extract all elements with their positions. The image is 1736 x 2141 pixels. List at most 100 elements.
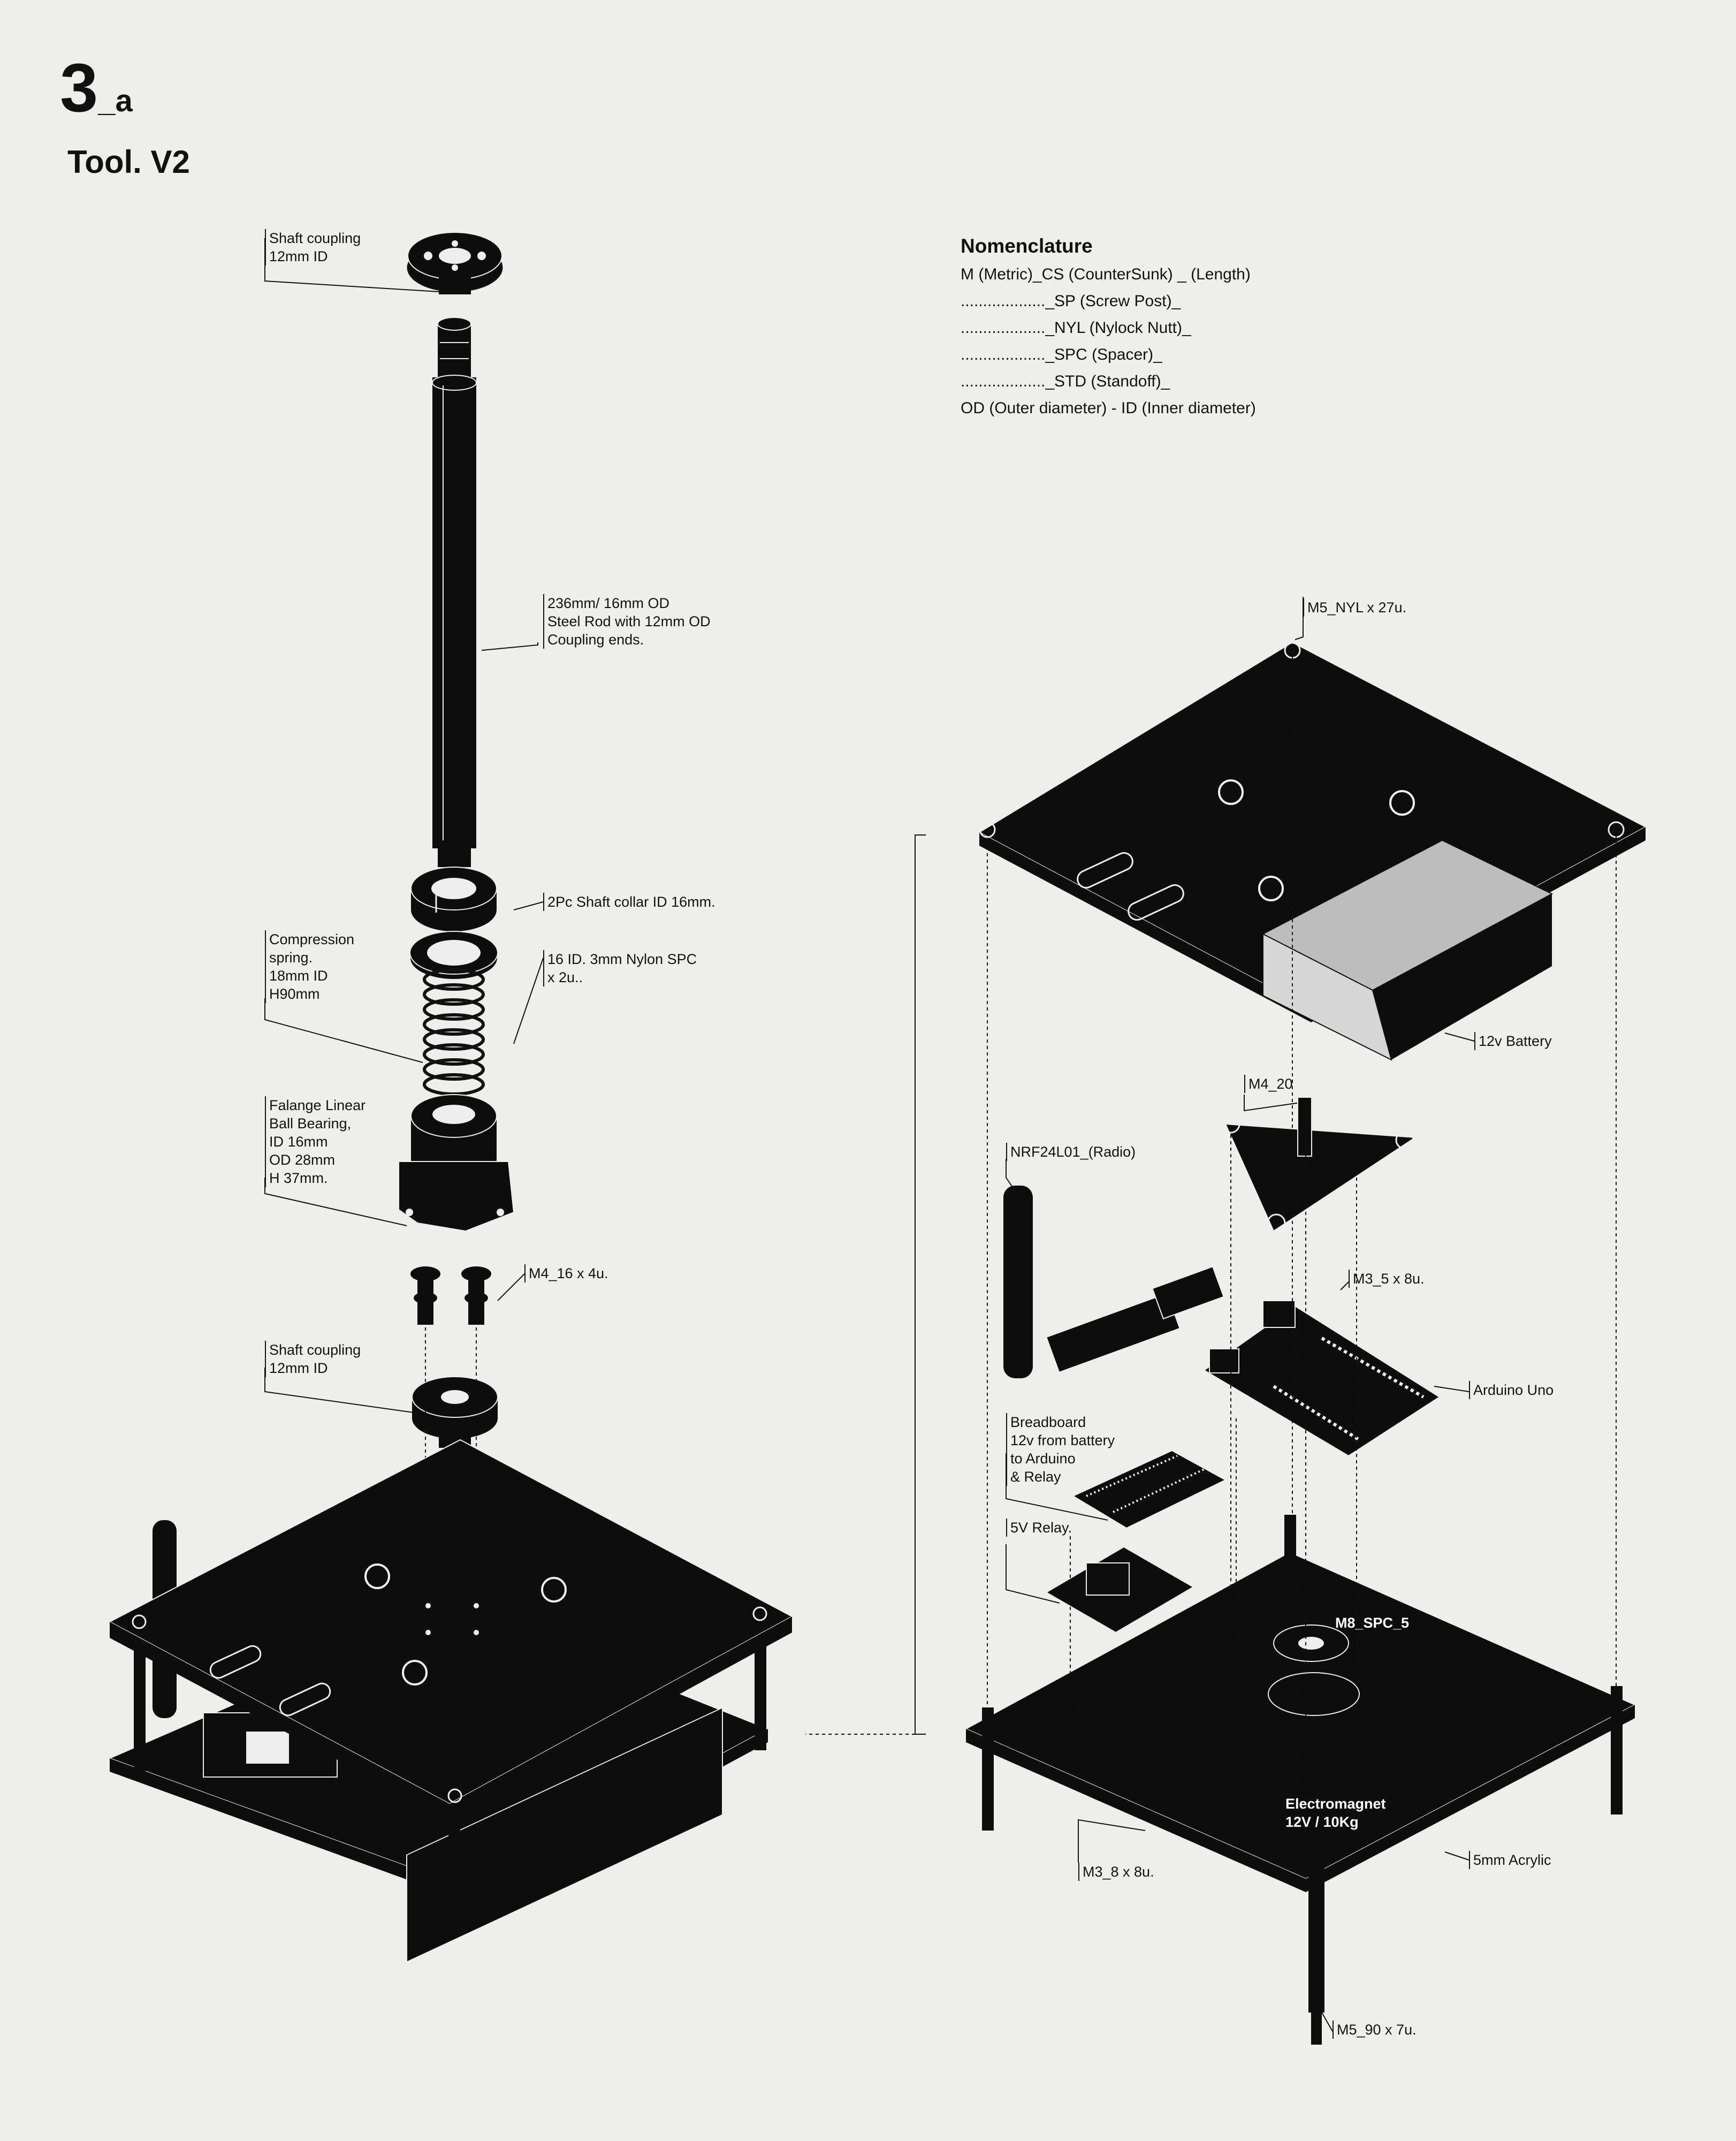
nomenclature-row: ..................._SP (Screw Post)_: [961, 292, 1181, 310]
connector-bracket: [805, 834, 926, 1735]
m4-screws: [410, 1266, 491, 1325]
label-arduino: Arduino Uno: [1469, 1381, 1554, 1399]
nomenclature-row: ..................._STD (Standoff)_: [961, 373, 1170, 390]
label-line: H90mm: [269, 986, 320, 1002]
leader-line: [481, 642, 538, 651]
compression-spring: [423, 968, 485, 1096]
label-shaft-coupling-bottom: Shaft coupling 12mm ID: [265, 1341, 361, 1377]
shaft-collar: [410, 867, 497, 931]
page-title: Tool. V2: [67, 144, 190, 180]
label-shaft-collar: 2Pc Shaft collar ID 16mm.: [543, 893, 715, 911]
label-acrylic: 5mm Acrylic: [1469, 1851, 1551, 1869]
label-line: M5_NYL x 27u.: [1307, 599, 1407, 616]
page-number: 3_a: [60, 51, 133, 139]
nomenclature-block: Nomenclature M (Metric)_CS (CounterSunk)…: [961, 231, 1256, 422]
arduino-board: [1203, 1300, 1441, 1457]
label-line: H 37mm.: [269, 1170, 328, 1186]
label-nylon-spacer: 16 ID. 3mm Nylon SPC x 2u..: [543, 950, 697, 986]
label-m8-spc: M8_SPC_5: [1335, 1614, 1409, 1632]
label-line: OD 28mm: [269, 1152, 336, 1168]
label-line: to Arduino: [1010, 1451, 1076, 1467]
shaft-coupling-top: [407, 232, 503, 294]
standoff: [1611, 1686, 1623, 1814]
leader-line: [1444, 1851, 1469, 1861]
left-assembly: [108, 232, 794, 1963]
label-line: Steel Rod with 12mm OD: [547, 613, 711, 629]
page-number-digit: 3: [60, 50, 98, 126]
radio-module: [1003, 1186, 1224, 1378]
label-line: NRF24L01_(Radio): [1010, 1144, 1136, 1160]
label-line: spring.: [269, 950, 313, 966]
label-line: 12V / 10Kg: [1285, 1814, 1359, 1830]
leader-line: [1444, 1032, 1475, 1042]
leader-line: [513, 958, 544, 1044]
leader-line: [1244, 1095, 1301, 1112]
label-steel-rod: 236mm/ 16mm OD Steel Rod with 12mm OD Co…: [543, 594, 711, 649]
leader-line: [1321, 2012, 1333, 2032]
shaft-coupling-bottom: [412, 1376, 498, 1448]
nomenclature-title: Nomenclature: [961, 235, 1093, 257]
leader-line: [1006, 1544, 1060, 1604]
label-line: 12mm ID: [269, 248, 328, 264]
label-line: 2Pc Shaft collar ID 16mm.: [547, 894, 715, 910]
label-line: Electromagnet: [1285, 1796, 1386, 1812]
label-line: 236mm/ 16mm OD: [547, 595, 670, 611]
label-m5-90: M5_90 x 7u.: [1333, 2021, 1417, 2039]
label-line: Coupling ends.: [547, 632, 644, 648]
label-electromagnet: Electromagnet 12V / 10Kg: [1285, 1795, 1386, 1831]
label-line: M4_20: [1248, 1076, 1293, 1092]
label-line: M3_5 x 8u.: [1353, 1271, 1425, 1287]
label-shaft-coupling-top: Shaft coupling 12mm ID: [265, 229, 361, 265]
label-m5-nyl: M5_NYL x 27u.: [1303, 598, 1406, 617]
standoff: [1284, 1515, 1296, 1595]
nomenclature-row: M (Metric)_CS (CounterSunk) _ (Length): [961, 265, 1251, 283]
label-line: 5V Relay.: [1010, 1520, 1072, 1536]
label-line: 12v from battery: [1010, 1432, 1115, 1448]
triangle-plate: [1221, 1097, 1418, 1233]
leader-line: [1078, 1819, 1146, 1863]
nomenclature-row: ..................._NYL (Nylock Nutt)_: [961, 319, 1191, 337]
label-m4-16: M4_16 x 4u.: [524, 1264, 608, 1282]
label-radio: NRF24L01_(Radio): [1006, 1143, 1136, 1161]
standoff: [134, 1633, 146, 1772]
label-compression-spring: Compression spring. 18mm ID H90mm: [265, 930, 354, 1003]
standoff: [1311, 2013, 1322, 2045]
label-line: M8_SPC_5: [1335, 1615, 1410, 1631]
leader-line: [497, 1273, 525, 1301]
standoff: [1394, 1665, 1406, 1788]
label-line: ID 16mm: [269, 1134, 328, 1150]
label-battery: 12v Battery: [1474, 1032, 1552, 1050]
breadboard: [1071, 1449, 1227, 1529]
label-line: Falange Linear: [269, 1097, 366, 1113]
battery-right: [1261, 839, 1554, 1061]
label-line: M5_90 x 7u.: [1337, 2022, 1417, 2038]
label-line: Ball Bearing,: [269, 1115, 352, 1132]
page-number-suffix: _a: [98, 83, 133, 118]
label-line: x 2u..: [547, 969, 583, 985]
leader-line: [1340, 1281, 1349, 1290]
leader-line: [264, 998, 423, 1063]
label-line: M3_8 x 8u.: [1083, 1864, 1154, 1880]
label-line: 16 ID. 3mm Nylon SPC: [547, 951, 697, 967]
right-assembly: [964, 641, 1647, 2045]
top-plate-left: [108, 1438, 794, 1820]
label-line: 5mm Acrylic: [1473, 1852, 1551, 1868]
leader-line: [1295, 597, 1304, 640]
label-line: Shaft coupling: [269, 1342, 361, 1358]
steel-rod: [432, 317, 477, 867]
label-m3-5: M3_5 x 8u.: [1349, 1270, 1425, 1288]
relay-board: [1045, 1546, 1194, 1634]
nomenclature-row: OD (Outer diameter) - ID (Inner diameter…: [961, 399, 1256, 417]
label-m3-8: M3_8 x 8u.: [1078, 1863, 1154, 1881]
nylon-spacer: [409, 931, 498, 980]
nomenclature-row: ..................._SPC (Spacer)_: [961, 346, 1162, 363]
label-relay: 5V Relay.: [1006, 1519, 1072, 1537]
label-line: Shaft coupling: [269, 230, 361, 246]
label-line: Arduino Uno: [1473, 1382, 1554, 1398]
label-m4-20: M4_20: [1244, 1075, 1293, 1093]
label-line: 18mm ID: [269, 968, 328, 984]
battery-left: [406, 1707, 723, 1963]
standoff: [1308, 1868, 1324, 2013]
label-line: Breadboard: [1010, 1414, 1086, 1430]
linear-bearing: [398, 1094, 515, 1232]
